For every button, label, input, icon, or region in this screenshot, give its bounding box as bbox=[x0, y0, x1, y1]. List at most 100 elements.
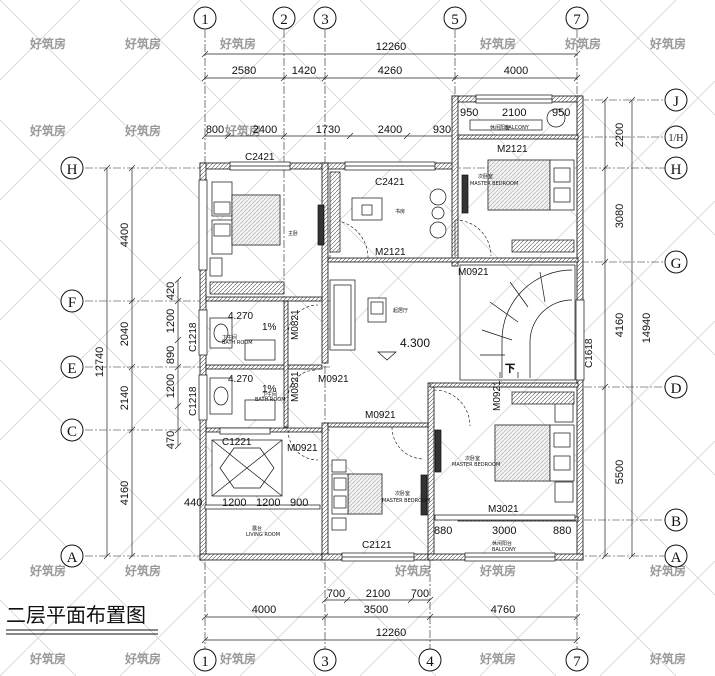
axis-label: 5 bbox=[451, 12, 459, 28]
watermark-text: 好筑房 bbox=[29, 563, 66, 578]
axis-label: 3 bbox=[321, 654, 329, 670]
top-dimension-texts: 12260 2580 1420 4260 4000 800 2400 1730 … bbox=[206, 41, 528, 136]
tag-label: M2121 bbox=[375, 247, 406, 258]
dim-text: 4000 bbox=[504, 65, 528, 77]
dim-text: 3500 bbox=[364, 604, 388, 616]
tag-label: M3021 bbox=[488, 504, 519, 515]
page-title: 二层平面布置图 bbox=[6, 603, 146, 627]
opening-tags: C2421 C2421 M2121 M2121 M0921 M0921 M092… bbox=[188, 144, 595, 551]
watermark-text: 好筑房 bbox=[649, 651, 686, 666]
room-label: 卫生间 bbox=[222, 334, 237, 341]
windows bbox=[198, 94, 585, 562]
dim-text: 2100 bbox=[366, 588, 390, 600]
axis-label: J bbox=[673, 94, 679, 110]
watermark-text: 好筑房 bbox=[394, 563, 431, 578]
room-label: 休闲阳台 bbox=[492, 540, 512, 547]
dim-bottom-total: 12260 bbox=[376, 627, 407, 639]
room-label: BALCONY bbox=[492, 547, 517, 553]
watermark-text: 好筑房 bbox=[124, 563, 161, 578]
dim-text: 2200 bbox=[614, 123, 626, 147]
room-label: LIVING ROOM bbox=[246, 532, 280, 538]
room-label: 书房 bbox=[395, 208, 405, 215]
watermark-text: 好筑房 bbox=[29, 36, 66, 51]
axis-label: D bbox=[671, 381, 682, 397]
watermark-text: 好筑房 bbox=[649, 36, 686, 51]
axis-label: 2 bbox=[280, 12, 288, 28]
dim-text: 900 bbox=[290, 497, 308, 509]
watermark-text: 好筑房 bbox=[29, 123, 66, 138]
dim-text: 890 bbox=[165, 346, 177, 364]
axis-label: 4 bbox=[426, 654, 434, 670]
top-dimension-lines bbox=[201, 50, 581, 140]
dim-text: 1200 bbox=[256, 497, 280, 509]
right-dimension-lines bbox=[601, 96, 636, 560]
tag-label: C1218 bbox=[188, 386, 199, 416]
axis-label: 3 bbox=[321, 12, 329, 28]
axis-label: 7 bbox=[573, 654, 581, 670]
room-label: BALCONY bbox=[505, 125, 530, 131]
dim-text: 700 bbox=[411, 588, 429, 600]
dim-text: 800 bbox=[206, 124, 224, 136]
room-label: 休闲阳台 bbox=[490, 124, 510, 131]
bottom-dimension-texts: 700 2100 700 4000 3500 4760 12260 bbox=[252, 588, 515, 639]
dim-text: 4160 bbox=[119, 481, 131, 505]
dim-text: 4000 bbox=[252, 604, 276, 616]
dim-text: 440 bbox=[184, 497, 202, 509]
watermark-text: 好筑房 bbox=[479, 36, 516, 51]
watermark-text: 好筑房 bbox=[124, 651, 161, 666]
axis-label: A bbox=[671, 550, 682, 566]
watermark-text: 好筑房 bbox=[479, 651, 516, 666]
tag-label: M0921 bbox=[458, 267, 489, 278]
dim-text: 880 bbox=[434, 525, 452, 537]
dim-text: 1200 bbox=[165, 374, 177, 398]
tag-label: M0921 bbox=[287, 443, 318, 454]
dim-text: 1420 bbox=[292, 65, 316, 77]
room-label: 次卧室 bbox=[465, 455, 480, 462]
tag-label: C2421 bbox=[375, 177, 405, 188]
room-label: 次卧室 bbox=[478, 173, 493, 180]
dim-text: 4760 bbox=[491, 604, 515, 616]
watermark-text: 好筑房 bbox=[564, 36, 601, 51]
dim-text: 2400 bbox=[253, 124, 277, 136]
right-axis-bubbles: J 1/H H G D B A bbox=[664, 88, 688, 568]
dim-text: 700 bbox=[327, 588, 345, 600]
tag-label: M0921 bbox=[318, 374, 349, 385]
tag-label: C1218 bbox=[188, 322, 199, 352]
tag-label: M0821 bbox=[290, 309, 301, 340]
axis-label: F bbox=[68, 295, 76, 311]
tag-label: C1618 bbox=[584, 338, 595, 368]
watermark-text: 好筑房 bbox=[124, 36, 161, 51]
axis-label: H bbox=[671, 162, 682, 178]
dim-left-total: 12740 bbox=[94, 347, 106, 378]
axis-label: G bbox=[671, 256, 682, 272]
elevation-label: 4.270 bbox=[228, 311, 253, 322]
furniture bbox=[209, 108, 575, 531]
drawing-title: 二层平面布置图 bbox=[6, 603, 158, 635]
dim-text: 2140 bbox=[119, 386, 131, 410]
room-label: MASTER BEDROOM bbox=[452, 462, 500, 468]
dim-top-total: 12260 bbox=[376, 41, 407, 53]
dim-text: 2400 bbox=[378, 124, 402, 136]
room-labels: 休闲阳台 BALCONY 次卧室 MASTER BEDROOM 书房 主卧 起居… bbox=[222, 124, 530, 553]
room-label: 露台 bbox=[252, 525, 262, 532]
left-dimension-lines bbox=[103, 164, 182, 560]
right-dimension-texts: 2200 3080 4160 5500 14940 bbox=[614, 123, 653, 484]
tag-label: M2121 bbox=[497, 144, 528, 155]
dim-text: 4260 bbox=[378, 65, 402, 77]
axis-label: 7 bbox=[573, 12, 581, 28]
watermark-labels: 好筑房 好筑房 好筑房 好筑房 好筑房 好筑房 好筑房 好筑房 好筑房 好筑房 … bbox=[29, 36, 686, 666]
watermark-text: 好筑房 bbox=[124, 123, 161, 138]
tag-label: C2421 bbox=[245, 152, 275, 163]
left-dimension-texts: 12740 4400 2040 2140 4160 420 1200 890 1… bbox=[94, 223, 177, 505]
room-label: MASTER BEDROOM bbox=[470, 181, 518, 187]
tag-label: M0921 bbox=[492, 380, 503, 411]
dim-text: 2100 bbox=[502, 107, 526, 119]
room-label: BATH ROOM bbox=[222, 340, 253, 346]
watermark-text: 好筑房 bbox=[29, 651, 66, 666]
axis-label: 1 bbox=[201, 12, 209, 28]
stair-down-label: 下 bbox=[505, 364, 515, 375]
dim-text: 1200 bbox=[165, 309, 177, 333]
top-axis-bubbles: 1 2 3 5 7 bbox=[193, 6, 589, 30]
dim-text: 4400 bbox=[119, 223, 131, 247]
